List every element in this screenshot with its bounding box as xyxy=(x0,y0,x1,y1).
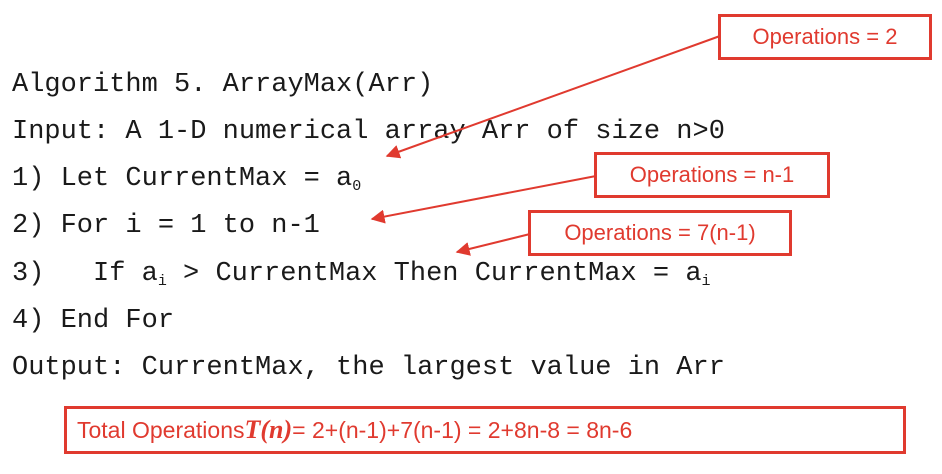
total-symbol: T(n) xyxy=(244,415,293,444)
operations-box-2: Operations = n-1 xyxy=(594,152,830,198)
step-3-subscript-1: i xyxy=(157,273,167,290)
step-4: 4) End For xyxy=(12,306,175,336)
step-3-text-b: > CurrentMax Then CurrentMax = a xyxy=(166,259,702,289)
algorithm-output: Output: CurrentMax, the largest value in… xyxy=(12,353,725,383)
arrow-op2 xyxy=(370,175,597,224)
step-1: 1) Let CurrentMax = a0 xyxy=(12,163,361,195)
arrow-op3 xyxy=(455,233,531,256)
step-2: 2) For i = 1 to n-1 xyxy=(12,211,320,241)
step-3-text-a: 3) If a xyxy=(12,259,158,289)
total-prefix: Total Operations xyxy=(77,416,245,443)
algorithm-input: Input: A 1-D numerical array Arr of size… xyxy=(12,117,725,147)
total-operations-box: Total Operations T(n) = 2+(n-1)+7(n-1) =… xyxy=(64,406,906,454)
total-formula: = 2+(n-1)+7(n-1) = 2+8n-8 = 8n-6 xyxy=(292,416,633,443)
operations-box-3: Operations = 7(n-1) xyxy=(528,210,792,256)
step-1-text: 1) Let CurrentMax = a xyxy=(12,164,353,194)
step-3-subscript-2: i xyxy=(701,273,711,290)
operations-box-1: Operations = 2 xyxy=(718,14,932,60)
arrow-op1 xyxy=(385,35,721,159)
step-3: 3) If ai > CurrentMax Then CurrentMax = … xyxy=(12,258,711,290)
algorithm-title: Algorithm 5. ArrayMax(Arr) xyxy=(12,70,434,100)
step-1-subscript: 0 xyxy=(352,178,362,195)
